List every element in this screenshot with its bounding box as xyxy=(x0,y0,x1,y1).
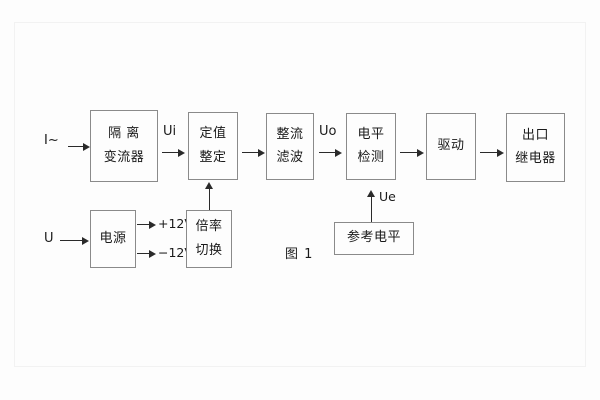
arrowhead-power-negative-rail xyxy=(149,250,156,258)
block-output-relay-line1: 出口 xyxy=(521,127,549,143)
connector-level-to-drive xyxy=(400,152,418,153)
connector-isolation-to-setting xyxy=(162,152,179,153)
connector-ratio-to-setting xyxy=(209,188,210,210)
input-label-voltage: U xyxy=(44,231,54,246)
arrowhead-ratio-to-setting xyxy=(205,182,213,189)
block-reference-level[interactable]: 参考电平 xyxy=(334,222,414,255)
arrowhead-reference-to-level xyxy=(367,190,375,197)
signal-label-ui: Ui xyxy=(163,124,177,139)
arrowhead-setting-to-rectify xyxy=(258,149,265,157)
arrowhead-rectify-to-level xyxy=(335,149,342,157)
figure-caption: 图 1 xyxy=(285,247,314,262)
block-output-relay-line2: 继电器 xyxy=(515,151,556,166)
figure-frame xyxy=(14,22,586,367)
signal-label-ue: Ue xyxy=(379,189,396,204)
connector-power-negative-rail xyxy=(137,253,150,254)
connector-current-to-isolation xyxy=(68,146,84,147)
block-power-supply-line1: 电源 xyxy=(99,230,127,246)
rail-label-positive: +12V xyxy=(158,216,193,231)
block-setting-value-line1: 定值 xyxy=(199,126,227,142)
block-rectify-filter-line2: 滤波 xyxy=(276,150,304,165)
signal-label-uo: Uo xyxy=(319,124,337,139)
connector-drive-to-relay xyxy=(480,152,498,153)
block-isolation-ct[interactable]: 隔 离 变流器 xyxy=(90,110,158,182)
block-setting-value-line2: 整定 xyxy=(199,149,227,165)
block-output-relay[interactable]: 出口 继电器 xyxy=(506,113,565,182)
input-label-current: I~ xyxy=(44,133,59,148)
block-ratio-switch-line1: 倍率 xyxy=(195,219,223,235)
block-rectify-filter-line1: 整流 xyxy=(276,126,304,142)
block-level-detect-line2: 检测 xyxy=(357,150,385,165)
connector-rectify-to-level xyxy=(319,152,336,153)
rail-label-negative: −12V xyxy=(158,245,193,260)
arrowhead-power-positive-rail xyxy=(149,221,156,229)
block-ratio-switch-line2: 切换 xyxy=(195,242,223,258)
block-rectify-filter[interactable]: 整流 滤波 xyxy=(266,113,314,180)
connector-reference-to-level xyxy=(371,196,372,222)
block-power-supply[interactable]: 电源 xyxy=(90,210,136,268)
arrowhead-level-to-drive xyxy=(417,149,424,157)
block-isolation-ct-line2: 变流器 xyxy=(103,149,145,165)
arrowhead-voltage-to-power xyxy=(82,237,89,245)
connector-setting-to-rectify xyxy=(242,152,259,153)
block-drive[interactable]: 驱动 xyxy=(426,113,476,180)
connector-voltage-to-power xyxy=(60,240,83,241)
arrowhead-drive-to-relay xyxy=(497,149,504,157)
arrowhead-isolation-to-setting xyxy=(178,149,185,157)
block-isolation-ct-line1: 隔 离 xyxy=(108,126,140,142)
block-setting-value[interactable]: 定值 整定 xyxy=(188,112,238,180)
block-ratio-switch[interactable]: 倍率 切换 xyxy=(186,210,232,268)
block-reference-level-line1: 参考电平 xyxy=(346,230,401,246)
block-level-detect-line1: 电平 xyxy=(357,126,385,142)
block-level-detect[interactable]: 电平 检测 xyxy=(346,113,396,180)
connector-power-positive-rail xyxy=(137,224,150,225)
arrowhead-current-to-isolation xyxy=(83,143,90,151)
block-drive-line1: 驱动 xyxy=(437,138,465,154)
